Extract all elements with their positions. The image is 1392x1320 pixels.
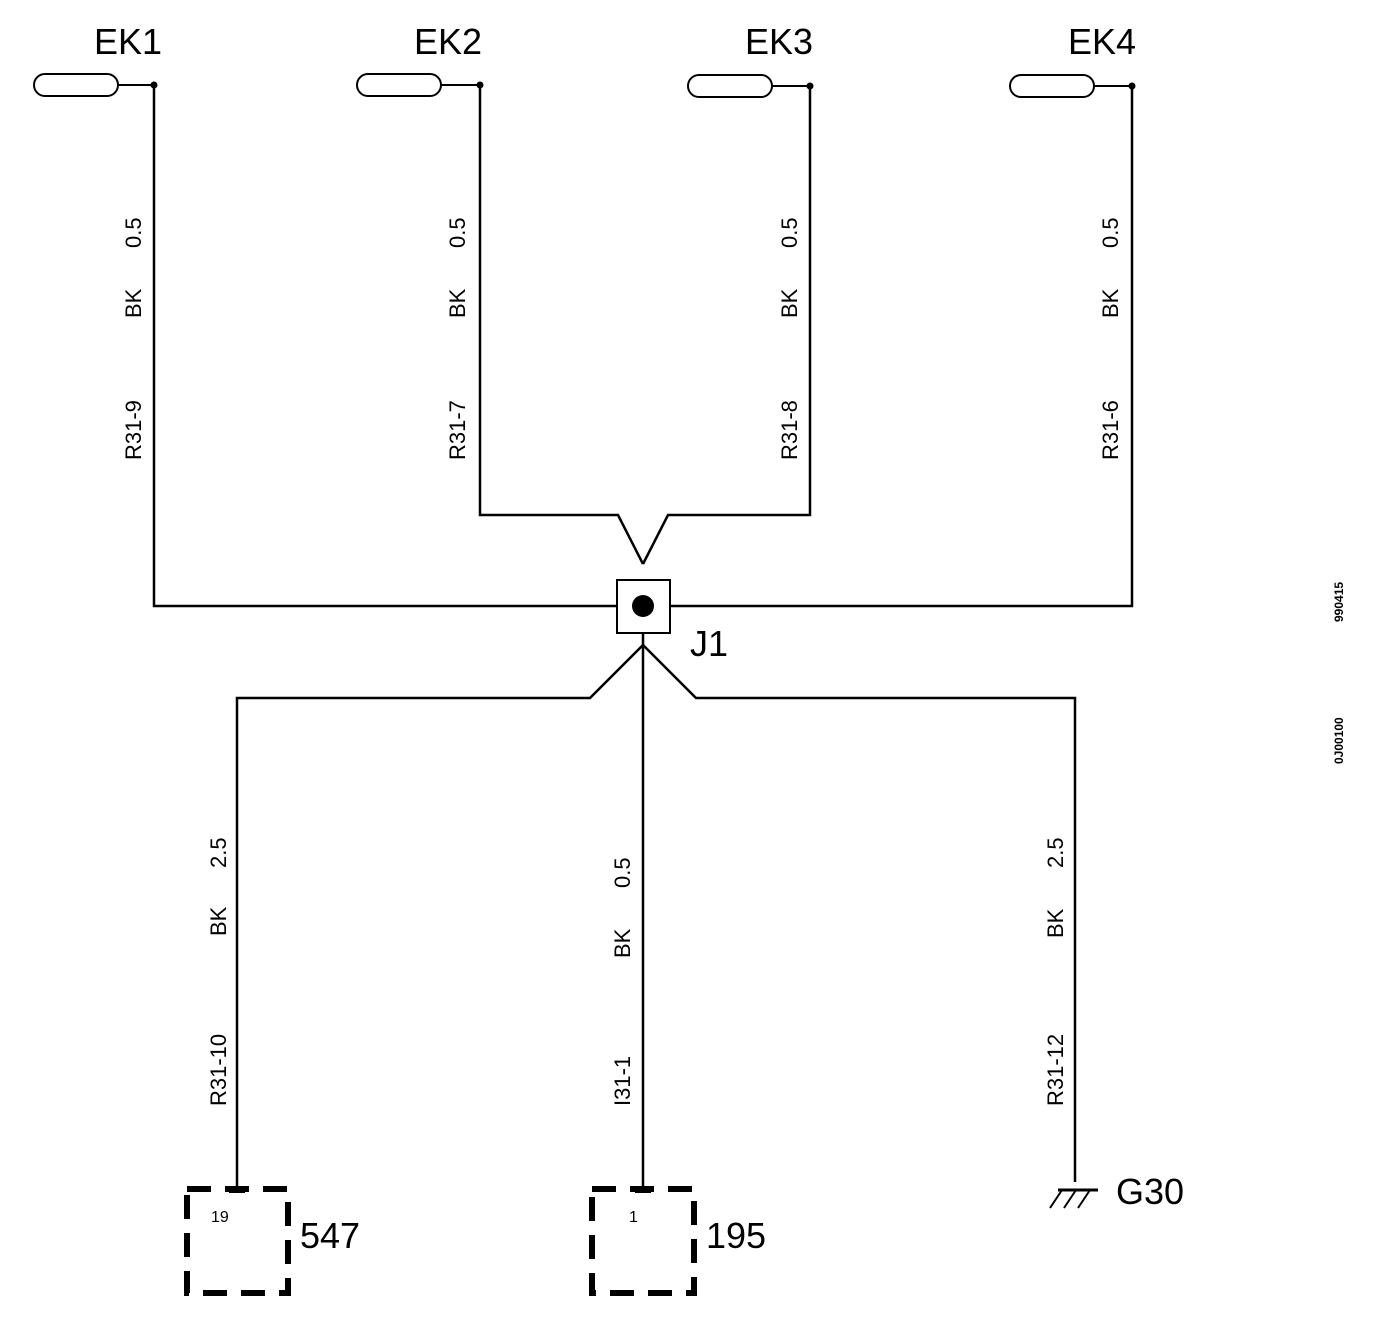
wire-color-label: BK — [610, 928, 635, 958]
component-547[interactable] — [184, 1186, 291, 1296]
wire-circuit-label: R31-8 — [777, 400, 802, 460]
side-ref-label: 990415 — [1332, 582, 1346, 622]
component-pin-label: 19 — [211, 1209, 229, 1226]
wire-circuit-label: R31-10 — [206, 1034, 231, 1106]
wire-color-label: BK — [777, 288, 802, 318]
connector-label-ek3: EK3 — [745, 21, 813, 62]
wire-color-label: BK — [206, 906, 231, 936]
connector-label-ek1: EK1 — [94, 21, 162, 62]
wire-circuit-label: R31-12 — [1043, 1034, 1068, 1106]
component-pin-label: 1 — [629, 1209, 638, 1226]
wire-color-label: BK — [445, 288, 470, 318]
junction-label: J1 — [690, 623, 728, 664]
connector-ek3[interactable] — [687, 74, 814, 98]
wire-size-label: 0.5 — [610, 857, 635, 888]
wire-r31-10[interactable] — [235, 644, 644, 1190]
component-195[interactable] — [589, 1186, 697, 1296]
component-label-547: 547 — [300, 1215, 360, 1256]
wire-circuit-label: R31-9 — [121, 400, 146, 460]
connector-ek1[interactable] — [33, 73, 158, 97]
wire-size-label: 0.5 — [121, 217, 146, 248]
connector-label-ek2: EK2 — [414, 21, 482, 62]
wire-circuit-label: R31-6 — [1098, 400, 1123, 460]
connector-ek4[interactable] — [1009, 74, 1136, 98]
wire-circuit-label: R31-7 — [445, 400, 470, 460]
wire-r31-7[interactable] — [478, 85, 645, 565]
wire-circuit-label: I31-1 — [610, 1056, 635, 1106]
wire-r31-9[interactable] — [152, 85, 617, 608]
wire-color-label: BK — [121, 288, 146, 318]
wire-size-label: 0.5 — [777, 217, 802, 248]
wire-size-label: 0.5 — [445, 217, 470, 248]
junction-j1[interactable] — [616, 579, 671, 634]
connector-label-ek4: EK4 — [1068, 21, 1136, 62]
component-label-195: 195 — [706, 1215, 766, 1256]
wire-size-label: 2.5 — [206, 837, 231, 868]
wire-color-label: BK — [1043, 908, 1068, 938]
wire-color-label: BK — [1098, 288, 1123, 318]
wire-size-label: 0.5 — [1098, 217, 1123, 248]
ground-label: G30 — [1116, 1171, 1184, 1212]
wire-r31-6[interactable] — [670, 86, 1134, 608]
side-ref-label: 0J00100 — [1332, 717, 1346, 764]
wire-size-label: 2.5 — [1043, 837, 1068, 868]
ground-icon[interactable] — [1049, 1188, 1098, 1209]
connector-ek2[interactable] — [356, 73, 484, 97]
wire-r31-12[interactable] — [642, 644, 1077, 1182]
wire-r31-8[interactable] — [641, 86, 812, 565]
